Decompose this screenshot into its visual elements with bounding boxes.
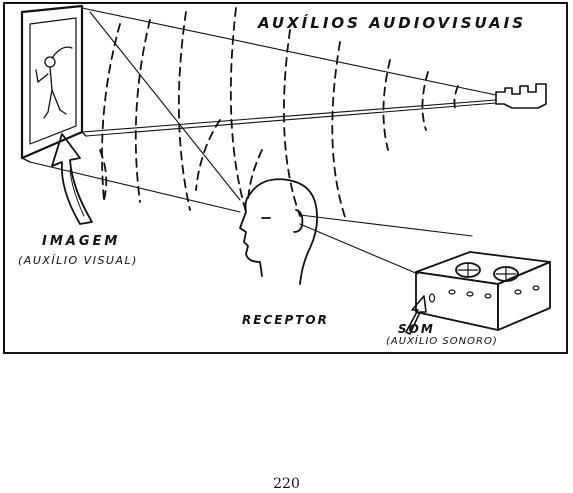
receiver-label: RECEPTOR <box>242 313 329 327</box>
projector-icon <box>496 84 546 108</box>
projection-screen <box>22 6 86 162</box>
image-arrow <box>52 134 92 224</box>
page-number: 220 <box>0 476 573 492</box>
sound-beam <box>300 215 472 274</box>
sound-sublabel: (AUXÍLIO SONORO) <box>386 336 498 347</box>
sound-label: SOM <box>398 322 435 336</box>
figure-title: AUXÍLIOS AUDIOVISUAIS <box>258 14 526 32</box>
image-label: IMAGEM <box>42 234 120 249</box>
projection-beam <box>30 8 496 212</box>
image-sublabel: (AUXÍLIO VISUAL) <box>18 254 138 267</box>
sound-waves <box>100 8 458 220</box>
tape-recorder-icon <box>416 252 550 330</box>
dancer-figure <box>36 47 72 118</box>
receiver-head <box>240 179 317 284</box>
